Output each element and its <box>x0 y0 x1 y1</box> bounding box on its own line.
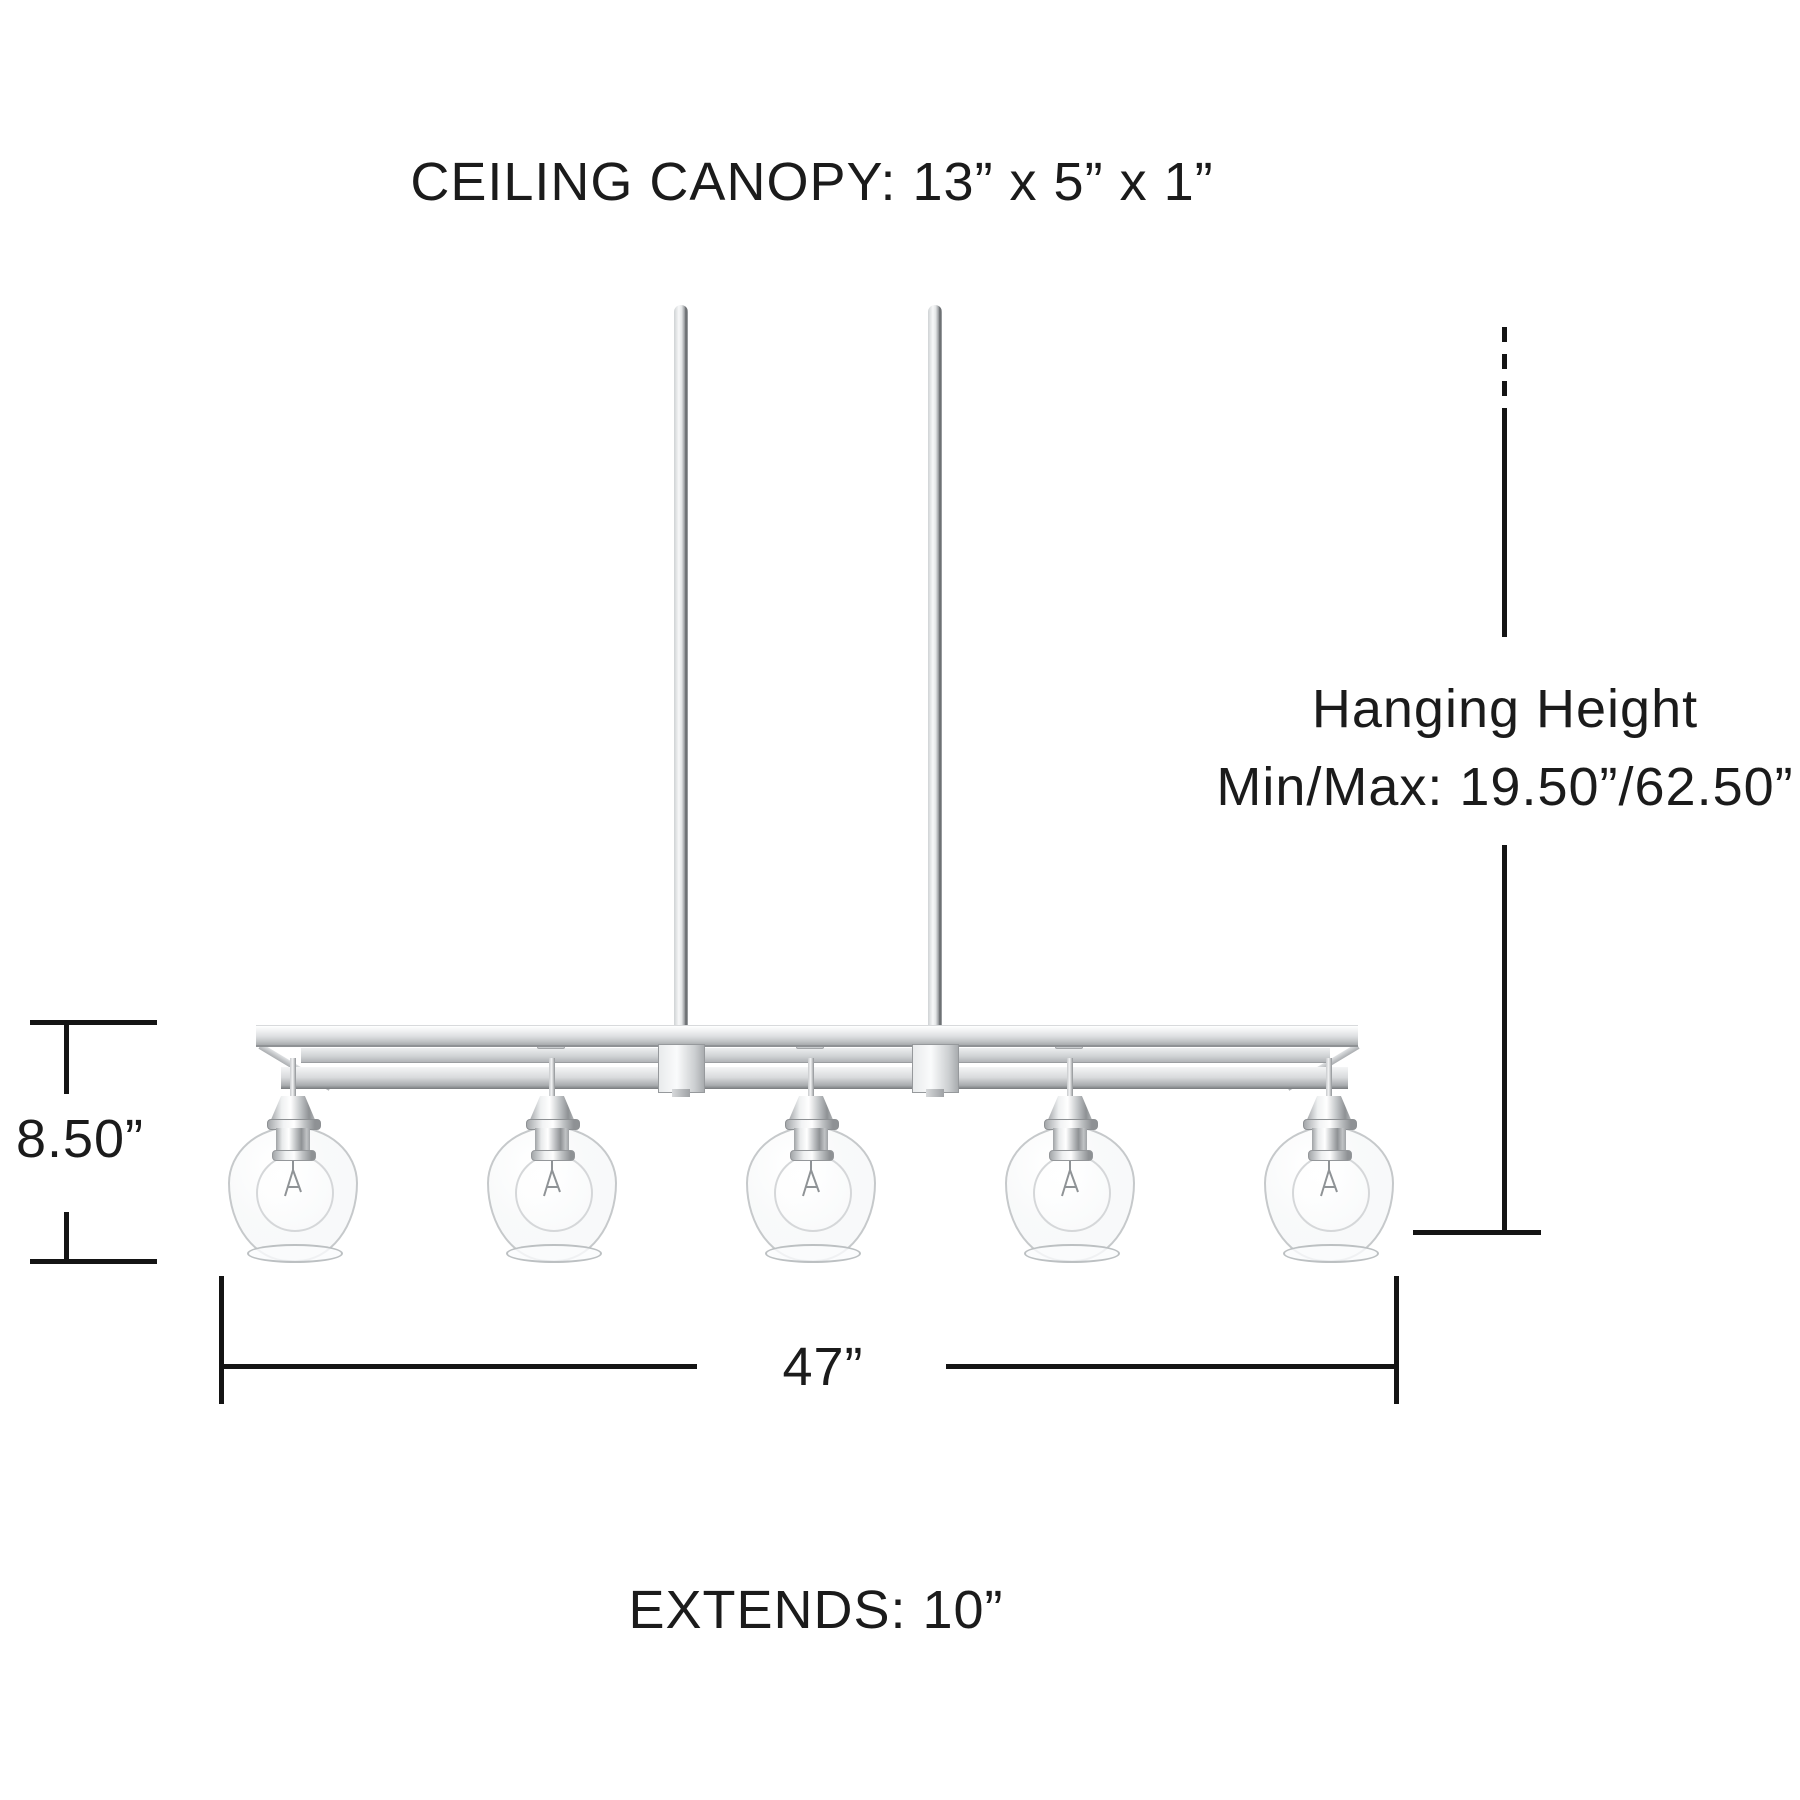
downrod-left <box>674 305 688 1027</box>
ceiling-canopy-label: CEILING CANOPY: 13” x 5” x 1” <box>410 152 1214 212</box>
bulb-filament-icon <box>284 1158 302 1197</box>
bulb-filament-icon <box>1320 1158 1338 1197</box>
globe-bottom-rim <box>506 1244 602 1263</box>
rod-connector-tab-right <box>926 1089 944 1097</box>
bulb-filament-icon <box>802 1158 820 1197</box>
height-dim-line-lower <box>64 1212 69 1264</box>
lamp-stem <box>808 1058 814 1098</box>
hanging-dim-bottom-tick <box>1413 1230 1541 1235</box>
pendant-lamp-3 <box>746 1058 876 1264</box>
lamp-stem <box>290 1058 296 1098</box>
width-dim-line-right <box>946 1364 1399 1369</box>
width-dim-right-tick <box>1394 1276 1399 1404</box>
fixture-height-label: 8.50” <box>15 1109 145 1169</box>
socket-ring <box>531 1150 575 1161</box>
width-dim-line-left <box>219 1364 697 1369</box>
downrod-right <box>928 305 942 1027</box>
light-bulb <box>774 1154 852 1232</box>
bulb-filament-icon <box>1061 1158 1079 1197</box>
pendant-lamp-2 <box>487 1058 617 1264</box>
pendant-lamp-4 <box>1005 1058 1135 1264</box>
light-bulb <box>1292 1154 1370 1232</box>
bulb-filament-icon <box>543 1158 561 1197</box>
pendant-lamp-5 <box>1264 1058 1394 1264</box>
socket-ring <box>1308 1150 1352 1161</box>
height-dim-line-upper <box>64 1020 69 1094</box>
hanging-dim-dashed-line <box>1502 327 1507 417</box>
globe-bottom-rim <box>765 1244 861 1263</box>
hanging-dim-line-upper <box>1502 417 1507 637</box>
globe-bottom-rim <box>247 1244 343 1263</box>
socket-ring <box>272 1150 316 1161</box>
extends-label: EXTENDS: 10” <box>628 1580 1004 1640</box>
socket-ring <box>1049 1150 1093 1161</box>
hanging-height-label-line1: Hanging Height <box>1311 679 1699 739</box>
frame-outer-rail <box>281 1067 1348 1089</box>
globe-bottom-rim <box>1024 1244 1120 1263</box>
height-dim-top-tick <box>30 1020 157 1025</box>
width-dim-left-tick <box>219 1276 224 1404</box>
hanging-height-label-line2: Min/Max: 19.50”/62.50” <box>1216 757 1794 818</box>
globe-bottom-rim <box>1283 1244 1379 1263</box>
frame-top-bar <box>256 1025 1358 1047</box>
light-bulb <box>515 1154 593 1232</box>
hanging-dim-line-lower <box>1502 845 1507 1233</box>
lamp-stem <box>549 1058 555 1098</box>
rod-connector-left <box>658 1044 705 1093</box>
rod-connector-tab-left <box>672 1089 690 1097</box>
lamp-stem <box>1067 1058 1073 1098</box>
rod-connector-right <box>912 1044 959 1093</box>
socket-ring <box>790 1150 834 1161</box>
hanging-height-label: Hanging Height Min/Max: 19.50”/62.50” <box>1185 670 1800 827</box>
height-dim-bottom-tick <box>30 1259 157 1264</box>
pendant-lamp-1 <box>228 1058 358 1264</box>
fixture-width-label: 47” <box>782 1337 864 1397</box>
lamp-stem <box>1326 1058 1332 1098</box>
